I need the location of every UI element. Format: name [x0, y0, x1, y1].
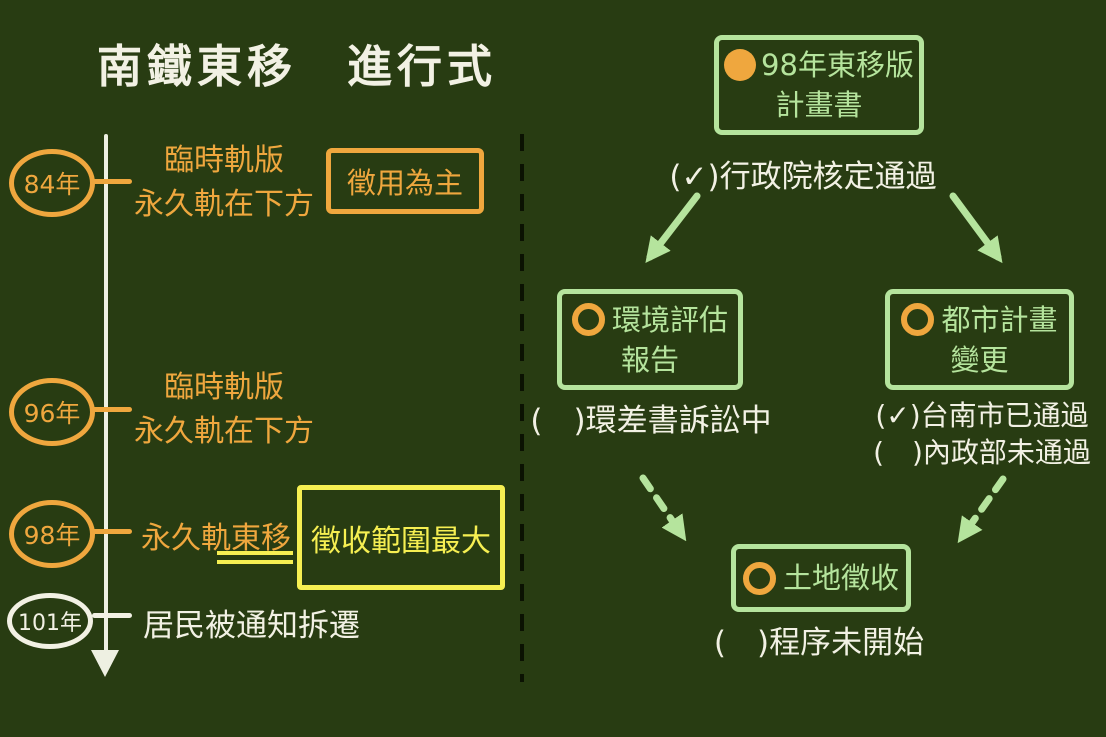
arrow-urban-to-land	[957, 475, 1007, 544]
land-status: ( )程序未開始	[713, 625, 925, 661]
urban-status-line2: ( )內政部未通過	[873, 436, 1091, 469]
year-badge-96: 96年	[9, 378, 95, 446]
open-circle-icon	[901, 303, 935, 336]
year-badge-98: 98年	[9, 500, 95, 568]
event-84-tag-label: 徵用為主	[346, 166, 463, 200]
urban-box-row2: 變更	[950, 340, 1008, 380]
eia-title-line2: 報告	[620, 342, 679, 377]
year-badge-84: 84年	[9, 149, 95, 217]
event-101-label: 居民被通知拆遷	[143, 608, 360, 644]
event-96-line1: 臨時軌版	[164, 370, 284, 405]
plan-title-line1: 98年東移版	[761, 48, 914, 82]
event-98-tag-label: 徵收範圍最大	[311, 523, 491, 559]
event-84-line2: 永久軌在下方	[134, 187, 314, 222]
arrow-eia-to-land	[639, 474, 687, 542]
event-98-label: 永久軌東移	[141, 521, 291, 556]
open-circle-icon	[571, 303, 605, 336]
year-label-98: 98年	[23, 521, 81, 550]
event-96-line2: 永久軌在下方	[134, 414, 314, 449]
event-98-underline	[217, 551, 293, 564]
event-98-tag-box: 徵收範圍最大	[297, 485, 505, 590]
plan-title-line2: 計畫書	[775, 88, 863, 122]
urban-title-line2: 變更	[950, 342, 1009, 377]
urban-status: (✓)台南市已通過 ( )內政部未通過	[858, 397, 1106, 471]
event-96-label: 臨時軌版 永久軌在下方	[128, 366, 320, 454]
connector-84	[92, 179, 132, 184]
dashed-divider	[520, 134, 524, 682]
filled-circle-icon	[724, 49, 757, 81]
year-badge-101: 101年	[7, 593, 93, 649]
land-box: 土地徵收	[731, 544, 911, 612]
event-84-line1: 臨時軌版	[164, 143, 284, 178]
page-title: 南鐵東移 進行式	[97, 40, 498, 93]
land-title: 土地徵收	[782, 561, 899, 595]
connector-98	[92, 529, 132, 534]
year-label-101: 101年	[18, 611, 82, 636]
year-label-84: 84年	[23, 170, 81, 199]
eia-box-row2: 報告	[621, 340, 679, 380]
eia-box-row1: 環境評估	[571, 300, 728, 340]
eia-status: ( )環差書訴訟中	[530, 403, 772, 439]
plan-box-row2: 計畫書	[775, 85, 862, 125]
open-circle-icon	[742, 561, 776, 595]
connector-101	[92, 613, 132, 618]
timeline-axis	[104, 134, 108, 652]
plan-box: 98年東移版 計畫書	[714, 35, 924, 135]
urban-status-line1: (✓)台南市已通過	[875, 399, 1089, 432]
urban-box: 都市計畫 變更	[885, 289, 1074, 390]
connector-96	[92, 407, 132, 412]
plan-status: (✓)行政院核定通過	[669, 159, 937, 195]
year-label-96: 96年	[23, 399, 81, 428]
arrow-plan-to-eia	[645, 192, 701, 263]
timeline-arrow-icon	[91, 650, 119, 677]
eia-title-line1: 環境評估	[611, 302, 728, 337]
event-84-tag-box: 徵用為主	[326, 148, 484, 214]
eia-box: 環境評估 報告	[557, 289, 743, 390]
urban-box-row1: 都市計畫	[901, 300, 1058, 340]
urban-title-line1: 都市計畫	[941, 302, 1058, 337]
arrow-plan-to-urban	[949, 192, 1003, 264]
event-84-label: 臨時軌版 永久軌在下方	[128, 139, 320, 227]
plan-box-row1: 98年東移版	[724, 45, 914, 85]
